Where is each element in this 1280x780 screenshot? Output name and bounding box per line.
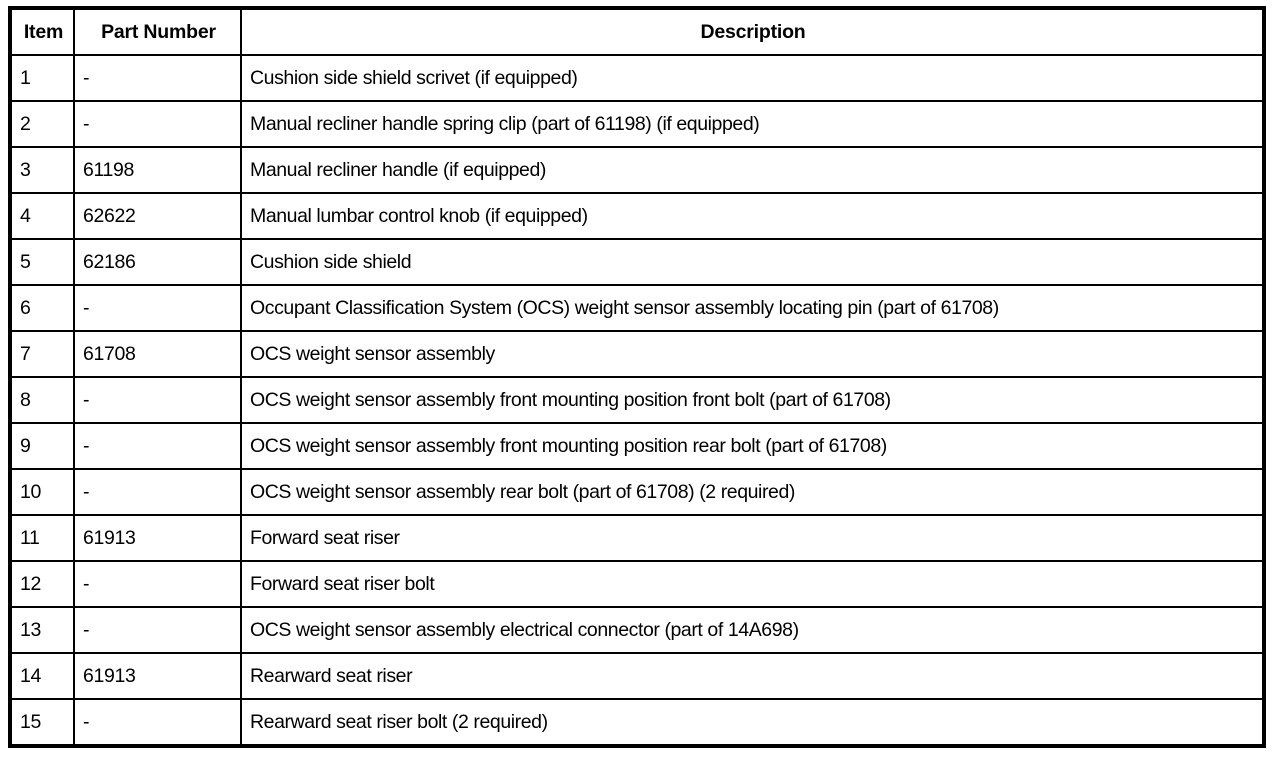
cell-description: Manual recliner handle (if equipped) <box>240 146 1265 194</box>
cell-item: 12 <box>9 560 75 608</box>
cell-description: Rearward seat riser <box>240 652 1265 700</box>
cell-description: Forward seat riser <box>240 514 1265 562</box>
column-header-description: Description <box>240 7 1265 56</box>
table-row: 10-OCS weight sensor assembly rear bolt … <box>9 468 1265 516</box>
cell-description: Forward seat riser bolt <box>240 560 1265 608</box>
cell-item: 4 <box>9 192 75 240</box>
cell-description: Cushion side shield <box>240 238 1265 286</box>
cell-item: 10 <box>9 468 75 516</box>
cell-item: 11 <box>9 514 75 562</box>
cell-description: Cushion side shield scrivet (if equipped… <box>240 54 1265 102</box>
cell-description: OCS weight sensor assembly rear bolt (pa… <box>240 468 1265 516</box>
cell-item: 14 <box>9 652 75 700</box>
cell-part-number: 62622 <box>73 192 242 240</box>
table-row: 12-Forward seat riser bolt <box>9 560 1265 608</box>
table-row: 8-OCS weight sensor assembly front mount… <box>9 376 1265 424</box>
parts-legend-table: Item Part Number Description 1-Cushion s… <box>8 6 1266 748</box>
cell-part-number: - <box>73 606 242 654</box>
cell-item: 2 <box>9 100 75 148</box>
cell-description: OCS weight sensor assembly electrical co… <box>240 606 1265 654</box>
table-row: 2-Manual recliner handle spring clip (pa… <box>9 100 1265 148</box>
cell-description: Manual lumbar control knob (if equipped) <box>240 192 1265 240</box>
cell-part-number: - <box>73 698 242 747</box>
table-row: 6-Occupant Classification System (OCS) w… <box>9 284 1265 332</box>
column-header-part-number: Part Number <box>73 7 242 56</box>
table-body: 1-Cushion side shield scrivet (if equipp… <box>9 54 1265 747</box>
cell-part-number: - <box>73 54 242 102</box>
cell-description: Rearward seat riser bolt (2 required) <box>240 698 1265 747</box>
cell-description: OCS weight sensor assembly front mountin… <box>240 422 1265 470</box>
cell-item: 1 <box>9 54 75 102</box>
cell-part-number: 61913 <box>73 652 242 700</box>
cell-item: 13 <box>9 606 75 654</box>
table-row: 9-OCS weight sensor assembly front mount… <box>9 422 1265 470</box>
table-row: 1-Cushion side shield scrivet (if equipp… <box>9 54 1265 102</box>
column-header-item: Item <box>9 7 75 56</box>
cell-description: OCS weight sensor assembly <box>240 330 1265 378</box>
cell-part-number: - <box>73 284 242 332</box>
cell-part-number: 61708 <box>73 330 242 378</box>
cell-item: 3 <box>9 146 75 194</box>
cell-item: 15 <box>9 698 75 747</box>
cell-item: 6 <box>9 284 75 332</box>
cell-description: OCS weight sensor assembly front mountin… <box>240 376 1265 424</box>
cell-part-number: - <box>73 468 242 516</box>
cell-part-number: - <box>73 376 242 424</box>
table-header-row: Item Part Number Description <box>9 7 1265 56</box>
cell-part-number: 61913 <box>73 514 242 562</box>
cell-part-number: - <box>73 560 242 608</box>
cell-description: Occupant Classification System (OCS) wei… <box>240 284 1265 332</box>
cell-item: 7 <box>9 330 75 378</box>
cell-part-number: 62186 <box>73 238 242 286</box>
cell-item: 9 <box>9 422 75 470</box>
cell-item: 5 <box>9 238 75 286</box>
cell-part-number: 61198 <box>73 146 242 194</box>
cell-part-number: - <box>73 422 242 470</box>
table-row: 13-OCS weight sensor assembly electrical… <box>9 606 1265 654</box>
cell-description: Manual recliner handle spring clip (part… <box>240 100 1265 148</box>
cell-item: 8 <box>9 376 75 424</box>
table-header: Item Part Number Description <box>9 7 1265 56</box>
cell-part-number: - <box>73 100 242 148</box>
table-row: 15-Rearward seat riser bolt (2 required) <box>9 698 1265 747</box>
